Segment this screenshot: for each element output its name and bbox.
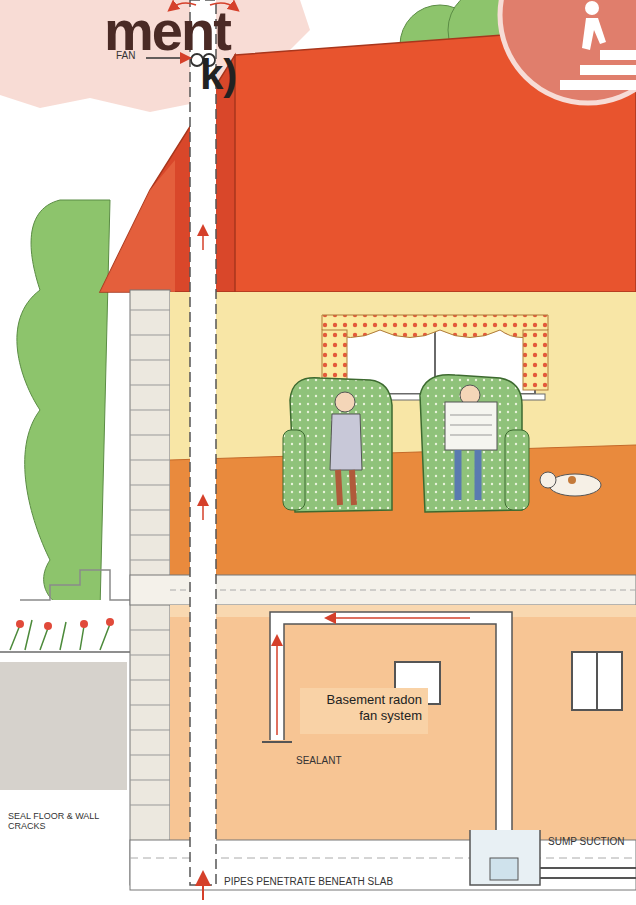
instruction-label: SEAL FLOOR & WALL CRACKS (8, 812, 104, 832)
title-fragment: k) (200, 52, 280, 98)
part-label: SEALANT (296, 755, 376, 766)
callout-text: Basement radon fan system (306, 692, 422, 725)
part-label: SUMP SUCTION (548, 836, 636, 847)
part-label: FAN (116, 50, 156, 61)
callout-box: Basement radon fan system (300, 688, 428, 734)
part-label: PIPES PENETRATE BENEATH SLAB (224, 876, 464, 887)
